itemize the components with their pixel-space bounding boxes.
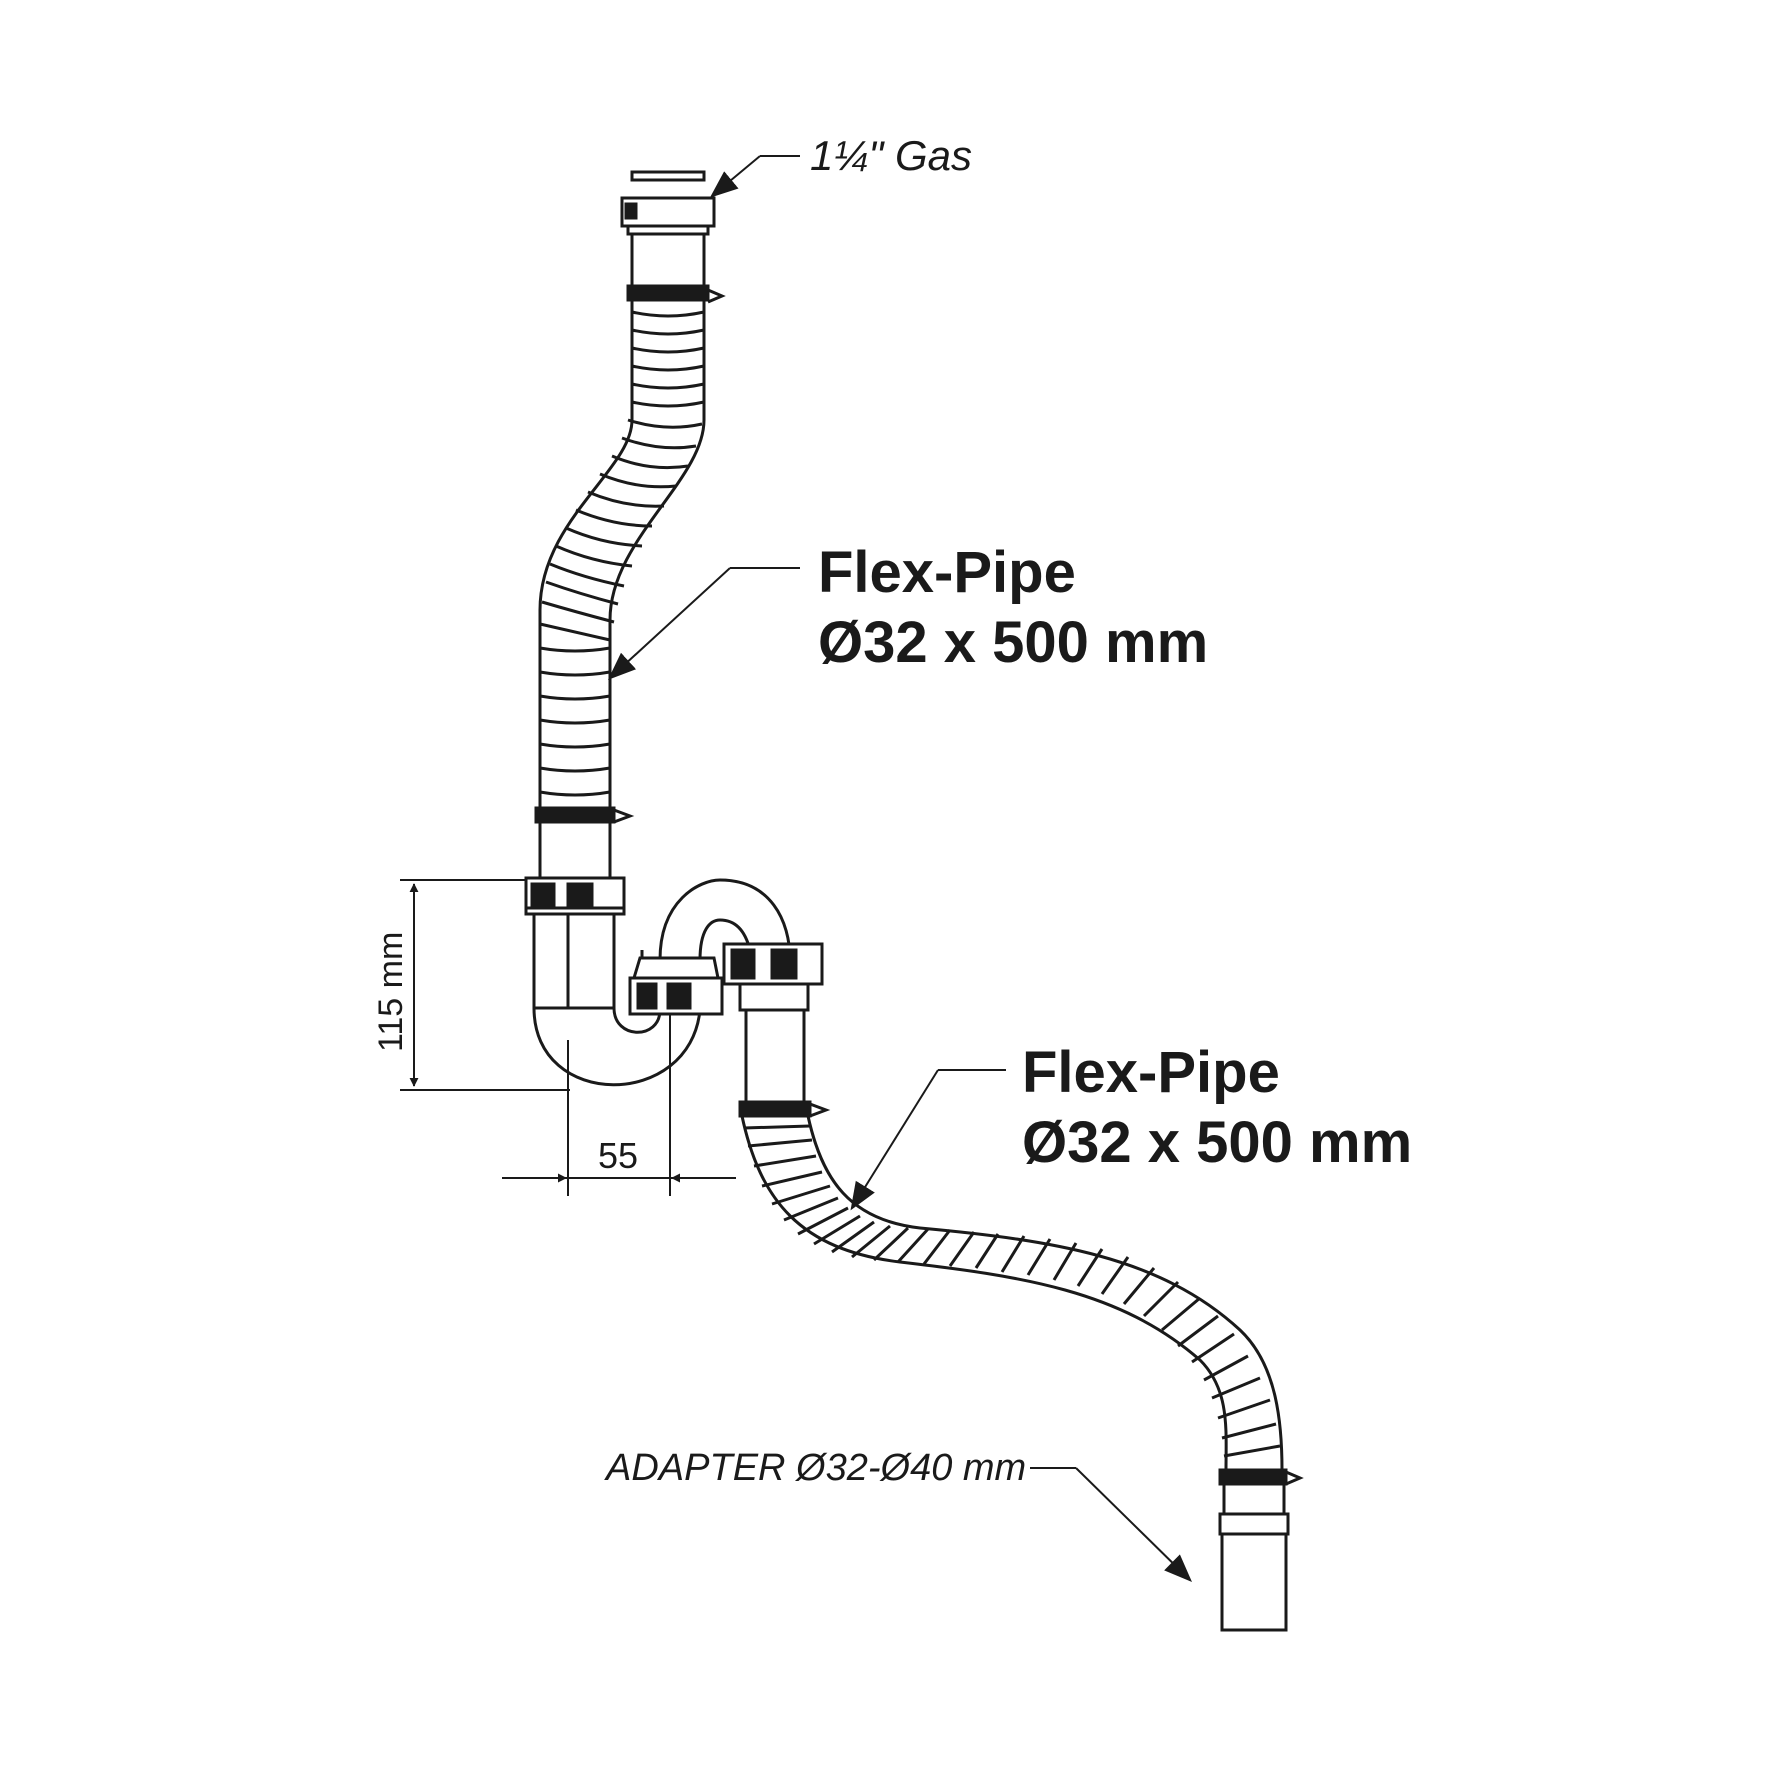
- height-dimension: [400, 879, 570, 1091]
- top-gas-fitting: [620, 170, 716, 296]
- height-dimension-label: 115 mm: [372, 932, 410, 1052]
- flex-bottom-label-2: Ø32 x 500 mm: [1022, 1110, 1412, 1175]
- width-dimension-label: 55: [598, 1135, 638, 1176]
- siphon-trap: [524, 876, 824, 1104]
- leader-adapter: [1030, 1467, 1192, 1582]
- leader-flex-bottom: [850, 1069, 1006, 1211]
- flex-top-label-1: Flex-Pipe: [818, 540, 1076, 605]
- adapter-fitting: [1218, 1482, 1290, 1632]
- gas-label: 1¼" Gas: [810, 132, 972, 179]
- flex-bottom-label-1: Flex-Pipe: [1022, 1040, 1280, 1105]
- leader-flex-top: [607, 567, 800, 680]
- bottom-flex-pipe: [738, 1100, 1304, 1486]
- leader-gas: [709, 155, 800, 198]
- top-flex-pipe: [534, 284, 726, 880]
- flex-top-label-2: Ø32 x 500 mm: [818, 610, 1208, 675]
- adapter-label: ADAPTER Ø32-Ø40 mm: [604, 1447, 1026, 1489]
- width-dimension: [502, 1014, 736, 1196]
